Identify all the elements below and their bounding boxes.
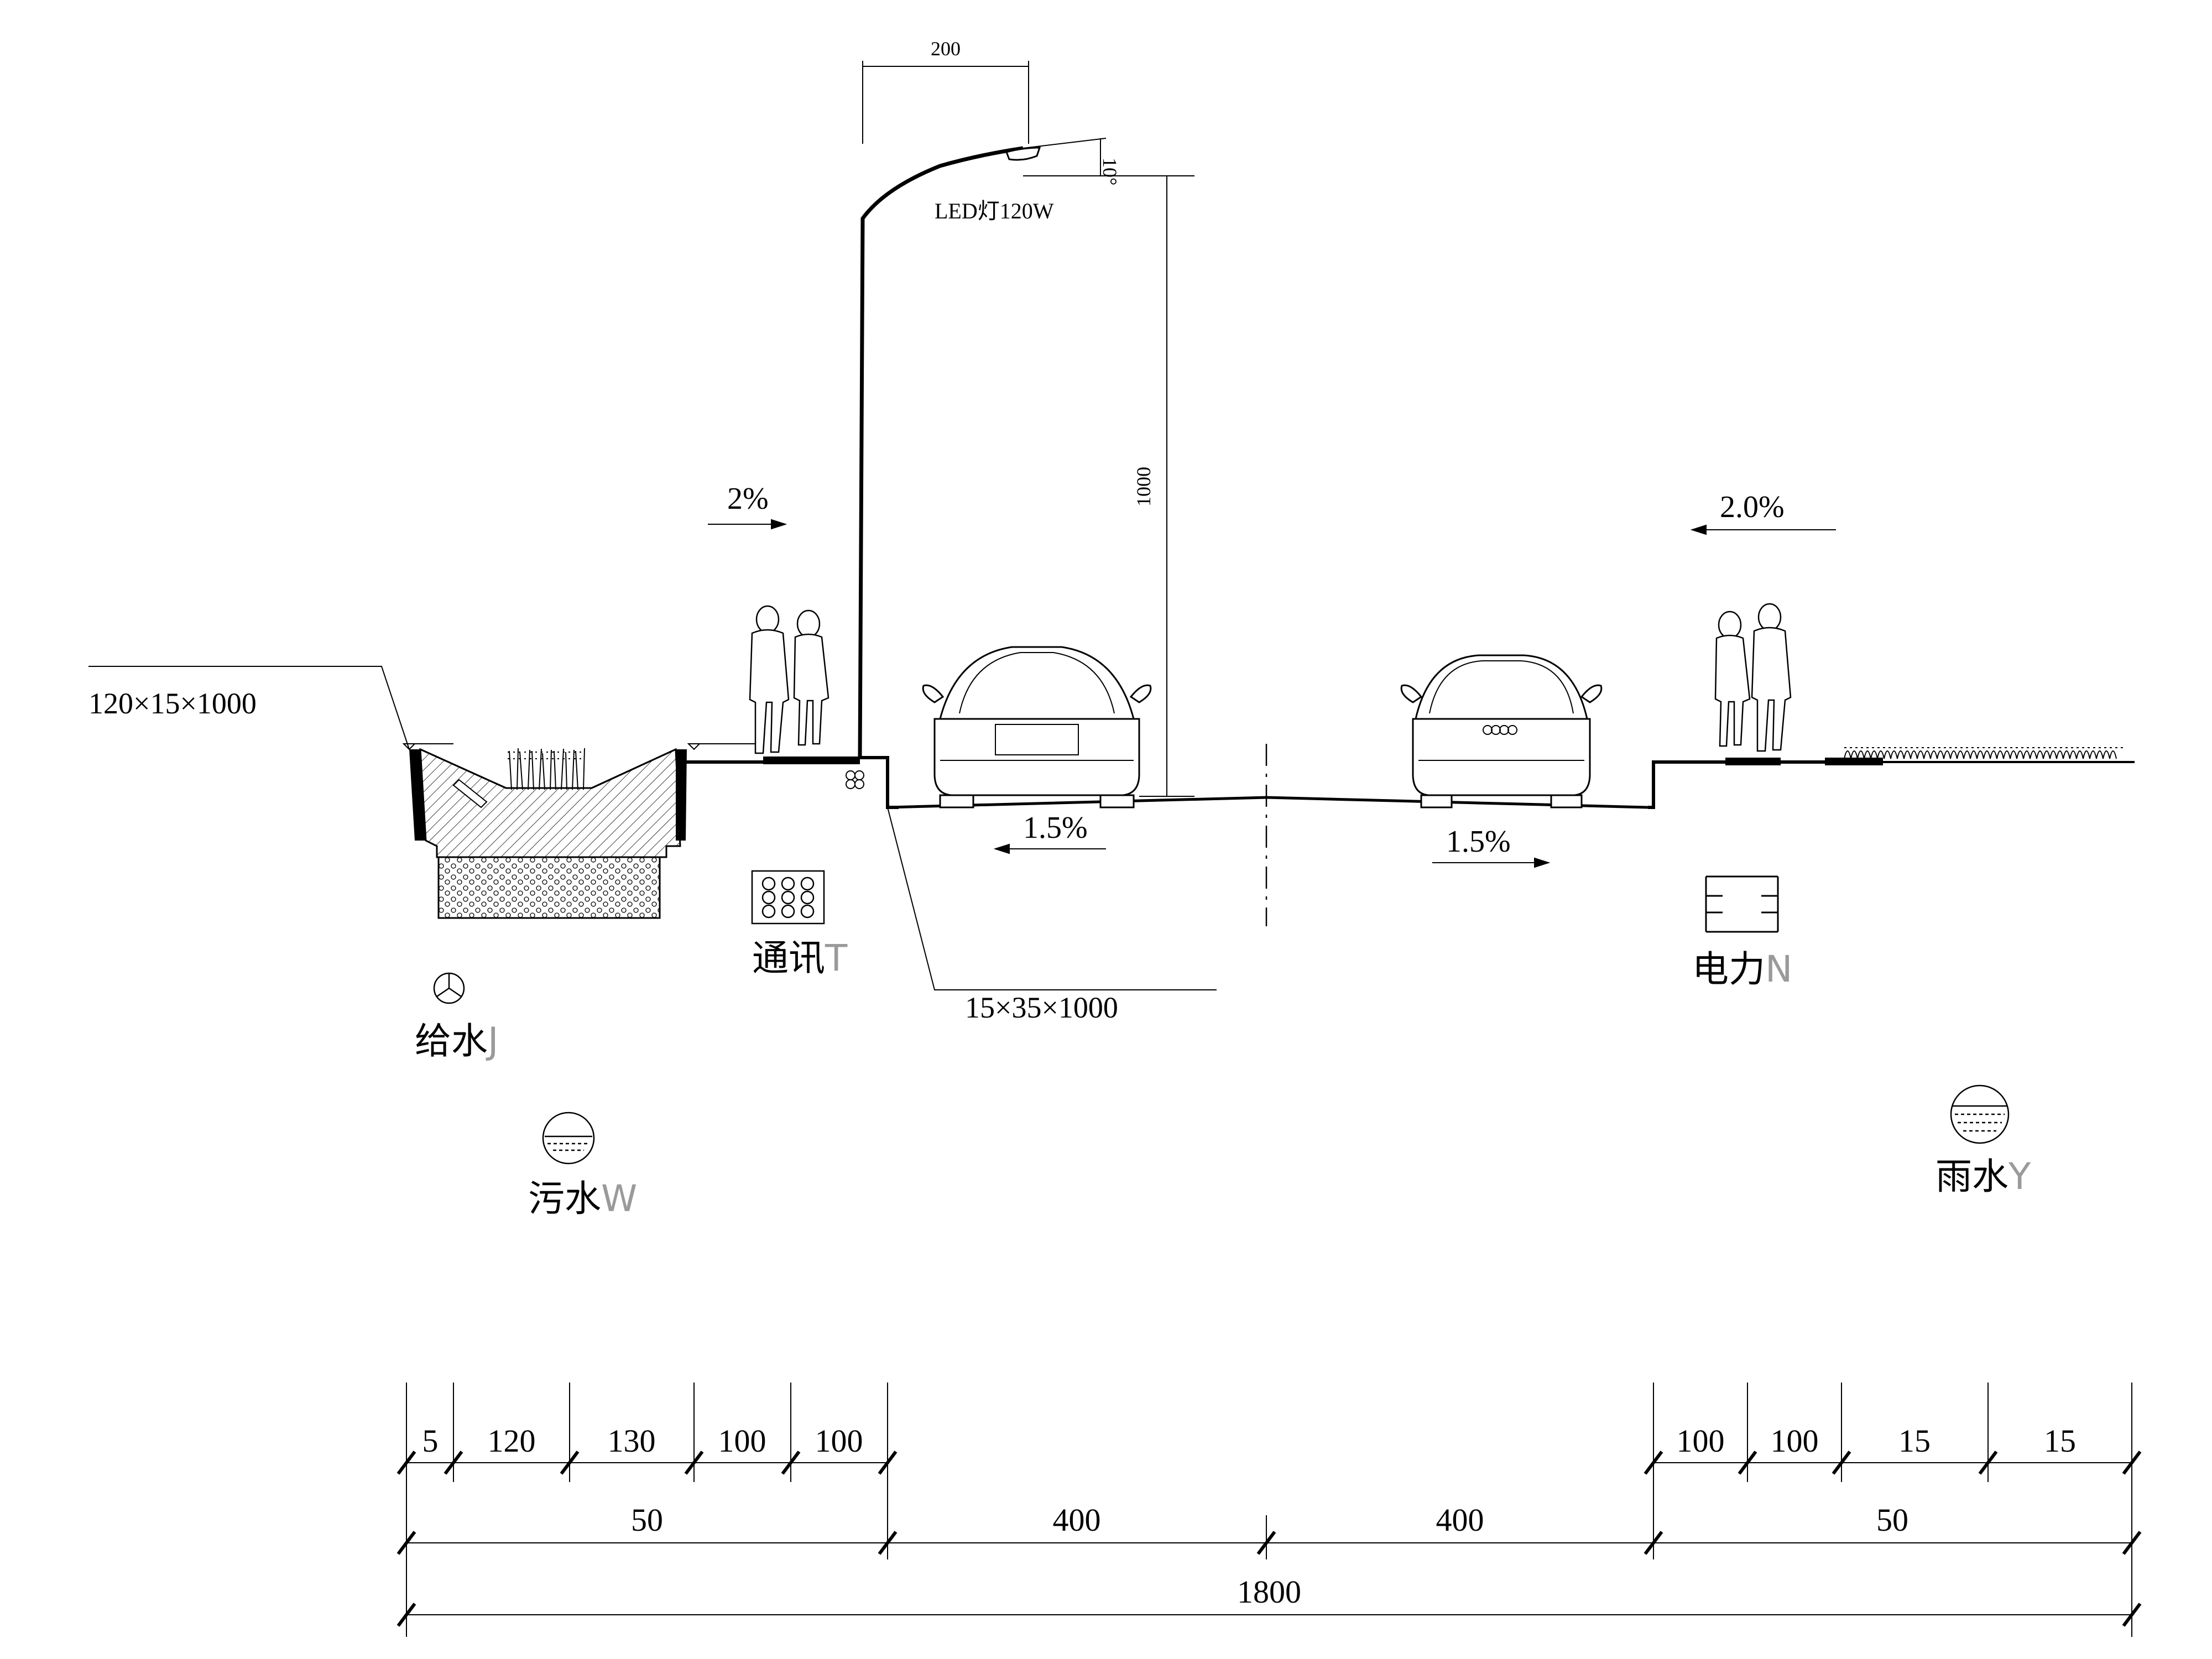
lamp-label: LED灯120W: [935, 199, 1054, 223]
dim-total: 1800: [1237, 1574, 1301, 1610]
bioretention-swale: [409, 748, 687, 919]
slope-sidewalk-left: 2%: [727, 482, 769, 516]
street-lamp: [858, 61, 1194, 797]
dim-value: 400: [1436, 1502, 1484, 1538]
dim-value: 100: [815, 1423, 863, 1459]
dim-value: 50: [631, 1502, 663, 1538]
dim-value: 5: [422, 1423, 439, 1459]
pedestrians-left: [749, 605, 830, 754]
sewage-symbol: [542, 1112, 595, 1165]
water-supply-symbol: [433, 972, 465, 1004]
telecom-symbol: [751, 870, 825, 925]
power-symbol: [1705, 875, 1779, 933]
telecom-label: 通讯T: [752, 937, 848, 979]
slope-sidewalk-right: 2.0%: [1720, 490, 1785, 524]
lamp-tilt-angle: 10°: [1099, 158, 1121, 185]
dim-value: 100: [718, 1423, 766, 1459]
rain-symbol: [1950, 1084, 2010, 1144]
dim-value: 100: [1771, 1423, 1819, 1459]
ground-profile: [677, 756, 2135, 809]
dim-value: 120: [488, 1423, 536, 1459]
car-left: [922, 646, 1152, 808]
grass-strip: [1844, 747, 2124, 759]
dim-value: 50: [1876, 1502, 1908, 1538]
lamp-arm-dimension: 200: [931, 38, 961, 60]
reed-plants: [508, 748, 585, 790]
dim-value: 15: [2044, 1423, 2076, 1459]
rain-label: 雨水Y: [1936, 1155, 2031, 1198]
dim-value: 400: [1053, 1502, 1101, 1538]
water-supply-label: 给水J: [415, 1020, 498, 1062]
sewage-label: 污水W: [528, 1177, 637, 1220]
lamp-height-dimension: 1000: [1133, 467, 1155, 507]
slope-road-right: 1.5%: [1446, 825, 1511, 859]
dim-value: 130: [608, 1423, 656, 1459]
dimension-lines: [397, 1383, 2142, 1637]
dim-value: 15: [1898, 1423, 1931, 1459]
dim-value: 100: [1677, 1423, 1725, 1459]
leader-lines: [88, 666, 1217, 990]
pedestrians-right: [1714, 603, 1792, 752]
surface-markers: [402, 743, 758, 750]
slope-arrows: [708, 519, 1836, 868]
curb-mid-callout: 15×35×1000: [965, 991, 1118, 1024]
car-right: [1400, 654, 1603, 808]
lamp-base-symbol: [846, 770, 864, 789]
curb-left-callout: 120×15×1000: [88, 687, 257, 720]
slope-road-left: 1.5%: [1023, 811, 1088, 845]
power-label: 电力N: [1692, 948, 1792, 990]
